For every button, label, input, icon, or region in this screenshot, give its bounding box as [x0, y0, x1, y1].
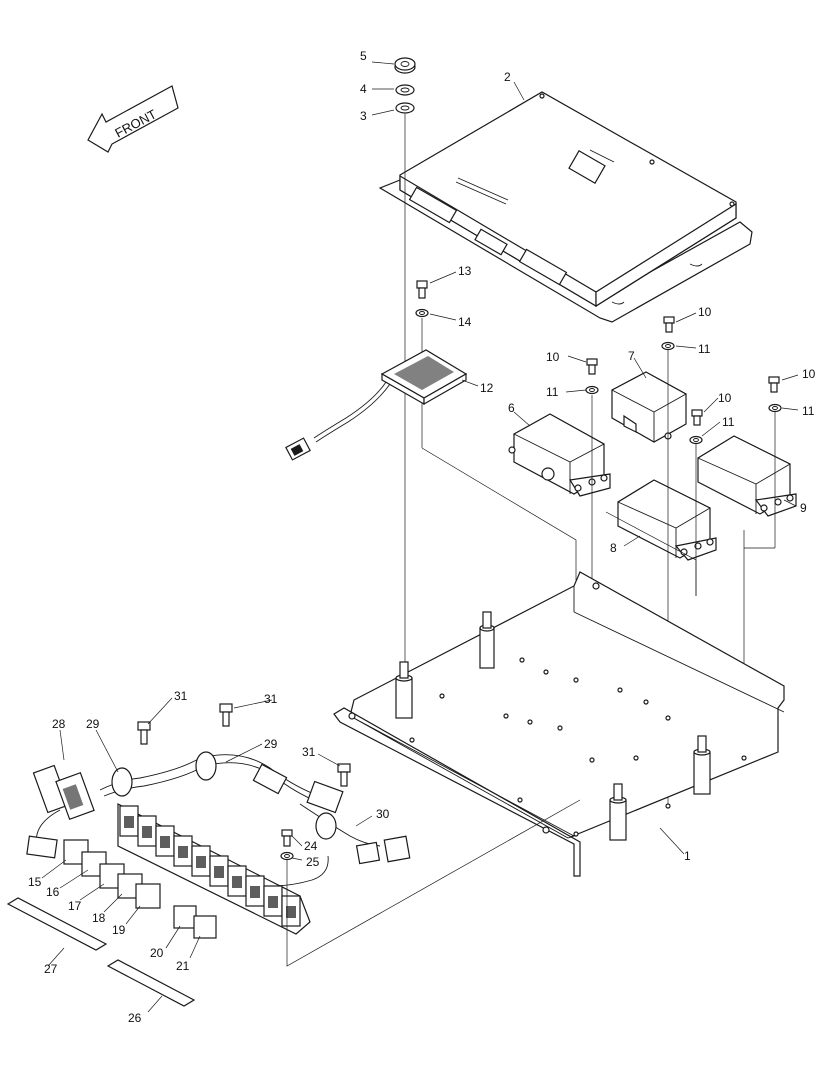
callout-31-a: 31 [174, 689, 188, 703]
callout-16: 16 [46, 885, 60, 899]
callout-3: 3 [360, 109, 367, 123]
callout-19: 19 [112, 923, 126, 937]
sensor-12 [285, 349, 468, 461]
module-9 [697, 435, 797, 517]
callout-7: 7 [628, 349, 635, 363]
tapes [6, 897, 196, 1007]
callout-18: 18 [92, 911, 106, 925]
callout-21: 21 [176, 959, 190, 973]
callout-25: 25 [306, 855, 320, 869]
callout-11-b: 11 [546, 385, 559, 399]
callout-10-d: 10 [802, 367, 816, 381]
callout-10-c: 10 [718, 391, 732, 405]
callout-leaders [41, 61, 799, 1013]
callout-29-b: 29 [264, 737, 278, 751]
standoffs [395, 611, 711, 841]
callout-15: 15 [28, 875, 42, 889]
callout-10-b: 10 [546, 350, 560, 364]
module-6 [508, 413, 611, 497]
callout-6: 6 [508, 401, 515, 415]
callout-8: 8 [610, 541, 617, 555]
callout-4: 4 [360, 82, 367, 96]
callout-11-d: 11 [802, 404, 815, 418]
callout-31-b: 31 [264, 692, 278, 706]
callout-14: 14 [458, 315, 472, 329]
assembly-line-relay-block [286, 799, 581, 967]
base-plate-1 [333, 571, 785, 877]
callout-12: 12 [480, 381, 494, 395]
front-arrow: FRONT [87, 85, 179, 153]
relay-sockets [119, 805, 301, 927]
callout-11-c: 11 [722, 415, 735, 429]
callout-27: 27 [44, 962, 58, 976]
module-8 [617, 479, 717, 561]
callout-numbers: 2 5 4 3 13 14 12 7 10 11 6 10 11 10 11 1… [28, 49, 816, 1025]
callout-29-a: 29 [86, 717, 100, 731]
small-relays [63, 839, 217, 939]
callout-1: 1 [684, 849, 691, 863]
callout-30: 30 [376, 807, 390, 821]
callout-9: 9 [800, 501, 807, 515]
hardware-stack-3-4-5 [394, 57, 416, 114]
wire-harness [26, 751, 411, 887]
callout-10-a: 10 [698, 305, 712, 319]
callout-5: 5 [360, 49, 367, 63]
callout-11-a: 11 [698, 342, 711, 356]
callout-31-c: 31 [302, 745, 316, 759]
bolt-13-washer-14 [415, 280, 429, 318]
bolts-31 [137, 703, 351, 787]
relay-block [117, 803, 311, 935]
callout-26: 26 [128, 1011, 142, 1025]
bolt-24-washer-25 [280, 829, 294, 861]
controller-unit [378, 91, 753, 323]
callout-17: 17 [68, 899, 82, 913]
callout-2: 2 [504, 70, 511, 84]
callout-13: 13 [458, 264, 472, 278]
callout-20: 20 [150, 946, 164, 960]
callout-28: 28 [52, 717, 66, 731]
relay-7 [611, 371, 687, 443]
callout-24: 24 [304, 839, 318, 853]
